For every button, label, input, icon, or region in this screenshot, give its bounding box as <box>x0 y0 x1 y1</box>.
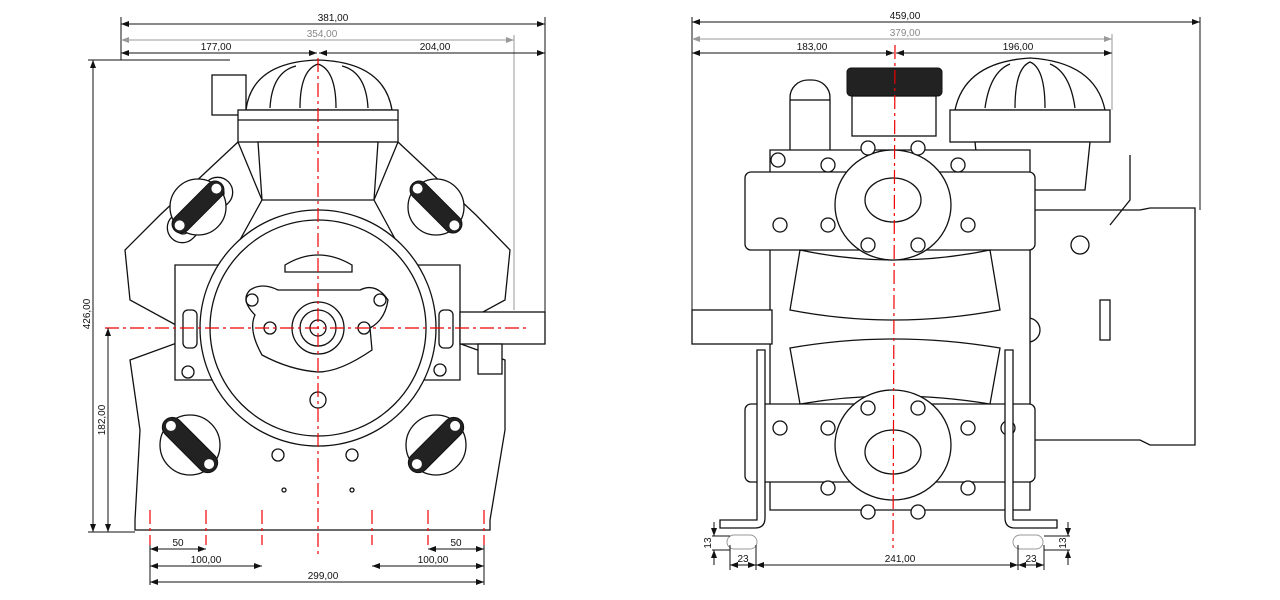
dim-foot-right-100: 100,00 <box>418 555 449 566</box>
dim-front-left-offset: 177,00 <box>201 42 232 53</box>
dim-side-inner-width: 379,00 <box>890 28 921 39</box>
dim-front-overall-width: 381,00 <box>318 13 349 24</box>
dim-front-shaft-height: 182,00 <box>97 404 108 435</box>
front-centerlines <box>105 58 530 555</box>
dim-side-overall-width: 459,00 <box>890 11 921 22</box>
side-view: 459,00 379,00 183,00 196,00 13 23 241,00… <box>691 11 1201 570</box>
front-dimensions: 381,00 354,00 177,00 204,00 426,00 182,0… <box>82 13 546 585</box>
side-pump-body <box>691 57 1196 550</box>
dim-slot-width-right: 23 <box>1025 554 1037 565</box>
dim-side-left-offset: 183,00 <box>797 42 828 53</box>
dim-mount-spacing: 241,00 <box>885 554 916 565</box>
dim-foot-total: 299,00 <box>308 571 339 582</box>
dim-slot-width-left: 23 <box>737 554 749 565</box>
dim-slot-height-left: 13 <box>703 537 714 549</box>
dim-foot-left-100: 100,00 <box>191 555 222 566</box>
front-view: 381,00 354,00 177,00 204,00 426,00 182,0… <box>82 13 546 585</box>
side-centerlines <box>892 44 896 549</box>
dim-foot-right-50: 50 <box>450 538 462 549</box>
dim-foot-left-50: 50 <box>172 538 184 549</box>
dim-side-right-offset: 196,00 <box>1003 42 1034 53</box>
dim-slot-height-right: 13 <box>1058 537 1069 549</box>
side-dimensions: 459,00 379,00 183,00 196,00 13 23 241,00… <box>691 11 1201 570</box>
dim-front-height: 426,00 <box>82 298 93 329</box>
front-pump-body <box>124 59 546 531</box>
dim-front-right-offset: 204,00 <box>420 42 451 53</box>
dim-front-inner-width: 354,00 <box>307 29 338 40</box>
